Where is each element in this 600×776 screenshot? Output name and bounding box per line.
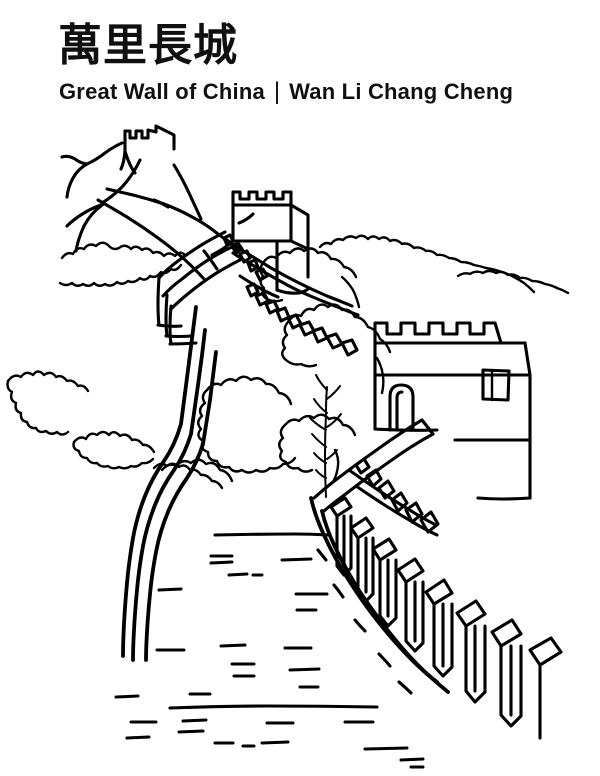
distant-hilltop-watchtower bbox=[60, 124, 203, 253]
shrubbery bbox=[6, 241, 224, 490]
wall-walkway bbox=[168, 532, 379, 710]
wall-walkway-curb bbox=[309, 496, 450, 695]
title-block: 萬里長城 Great Wall of China | Wan Li Chang … bbox=[0, 0, 600, 108]
wall-walkway-left-edge bbox=[121, 305, 218, 662]
bare-tree bbox=[309, 374, 342, 498]
page-subtitle-english: Great Wall of China bbox=[59, 79, 265, 104]
tower-arched-doorway bbox=[388, 383, 415, 432]
near-parapet-crenellations bbox=[347, 457, 440, 537]
page-title-chinese: 萬里長城 bbox=[58, 20, 238, 71]
distant-wall-ridge bbox=[65, 187, 240, 281]
tower-square-window bbox=[481, 368, 511, 402]
page-subtitle-romanization: Wan Li Chang Cheng bbox=[289, 79, 514, 104]
foreground-merlons bbox=[329, 496, 563, 740]
page-subtitle: Great Wall of China | Wan Li Chang Cheng bbox=[59, 78, 513, 106]
main-watchtower bbox=[373, 321, 532, 501]
shrubbery-center bbox=[160, 247, 392, 483]
walkway-paving-marks bbox=[114, 554, 425, 769]
battlement-crenellations bbox=[222, 233, 360, 357]
ridge-line bbox=[318, 234, 570, 295]
upper-wall-run bbox=[156, 230, 242, 346]
subtitle-separator: | bbox=[273, 78, 281, 105]
mid-watchtower bbox=[210, 190, 310, 295]
